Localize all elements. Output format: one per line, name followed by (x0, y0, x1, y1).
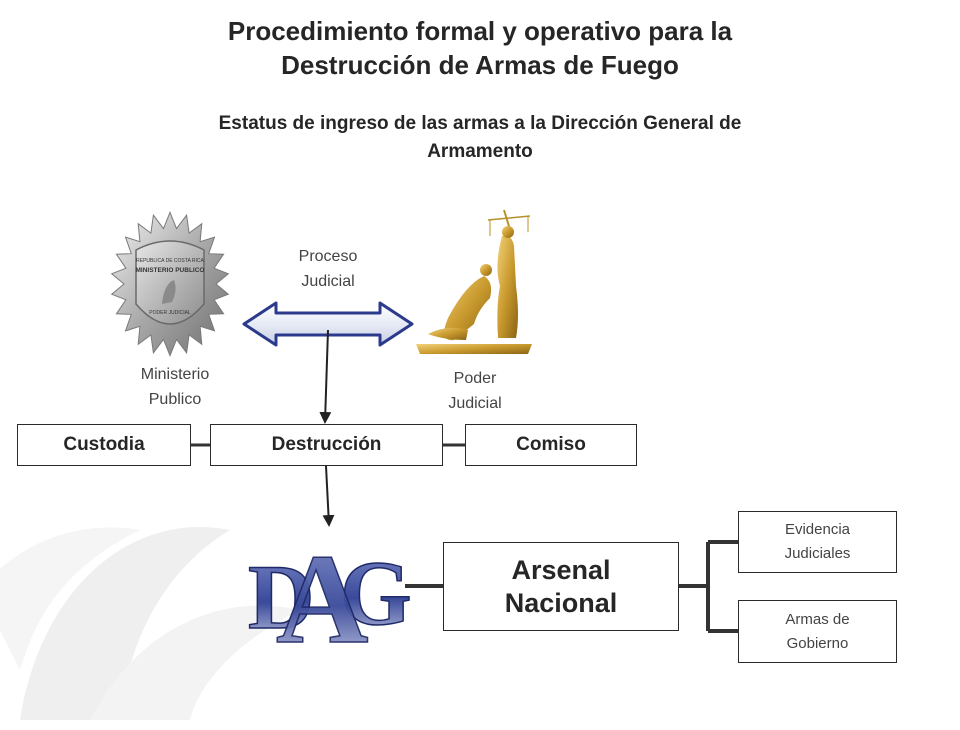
logo-letter-d: D (248, 546, 314, 648)
custodia-box: Custodia (17, 424, 191, 466)
logo-letter-g: G (340, 542, 410, 644)
arsenal-nacional-box: Arsenal Nacional (443, 542, 679, 631)
dag-logo-icon: D G A (247, 527, 410, 650)
arrow-to-dag-logo (322, 465, 335, 527)
page-subtitle: Estatus de ingreso de las armas a la Dir… (218, 113, 742, 162)
ministerio-publico-label: Ministerio Publico (140, 366, 210, 408)
poder-judicial-label: Poder Judicial (448, 370, 502, 412)
evidencia-judiciales-box: Evidencia Judiciales (738, 511, 897, 573)
connector-arsenal-branches (679, 540, 738, 633)
destruccion-box: Destrucción (210, 424, 443, 466)
proceso-judicial-label: Proceso Judicial (298, 248, 358, 290)
arrow-to-destruccion (319, 329, 332, 424)
logo-letter-a: A (276, 528, 368, 650)
badge-text-line3: PODER JUDICIAL (149, 310, 191, 316)
watermark-graphic (0, 526, 300, 720)
poder-judicial-statue-icon (416, 209, 532, 354)
process-double-arrow (242, 301, 414, 347)
badge-text-line1: REPUBLICA DE COSTA RICA (136, 258, 204, 264)
armas-de-gobierno-box: Armas de Gobierno (738, 600, 897, 663)
ministerio-publico-badge-icon: REPUBLICA DE COSTA RICA MINISTERIO PUBLI… (110, 210, 230, 358)
page-title: Procedimiento formal y operativo para la… (227, 16, 733, 80)
comiso-box: Comiso (465, 424, 637, 466)
badge-text-line2: MINISTERIO PUBLICO (136, 267, 205, 274)
